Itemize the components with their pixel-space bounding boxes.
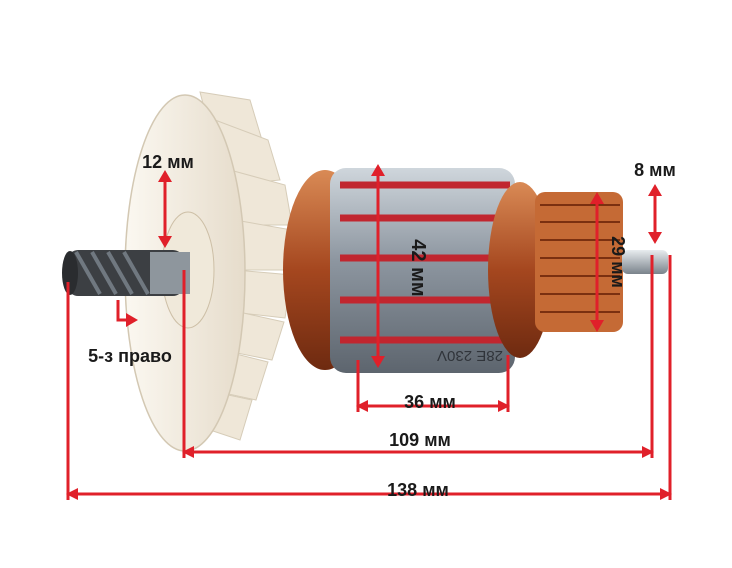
label-gear-spec: 5-з право xyxy=(88,346,172,366)
label-shaft-diameter: 12 мм xyxy=(142,152,194,172)
gear-pinion xyxy=(62,250,190,296)
label-length-fan-to-end: 109 мм xyxy=(389,430,451,450)
winding-marking: 28E 230V xyxy=(437,347,503,364)
label-total-length: 138 мм xyxy=(387,480,449,500)
end-shaft xyxy=(622,250,668,274)
label-rotor-diameter: 42 мм xyxy=(407,239,429,296)
rotor-slots xyxy=(340,181,512,344)
label-commutator-diameter: 29 мм xyxy=(608,236,628,288)
dimension-lines xyxy=(66,164,672,500)
label-stack-length: 36 мм xyxy=(404,392,456,412)
commutator xyxy=(535,192,623,332)
commutator-bars xyxy=(540,204,620,313)
label-end-diameter: 8 мм xyxy=(634,160,676,180)
armature-illustration: 28E 230V xyxy=(62,91,668,452)
